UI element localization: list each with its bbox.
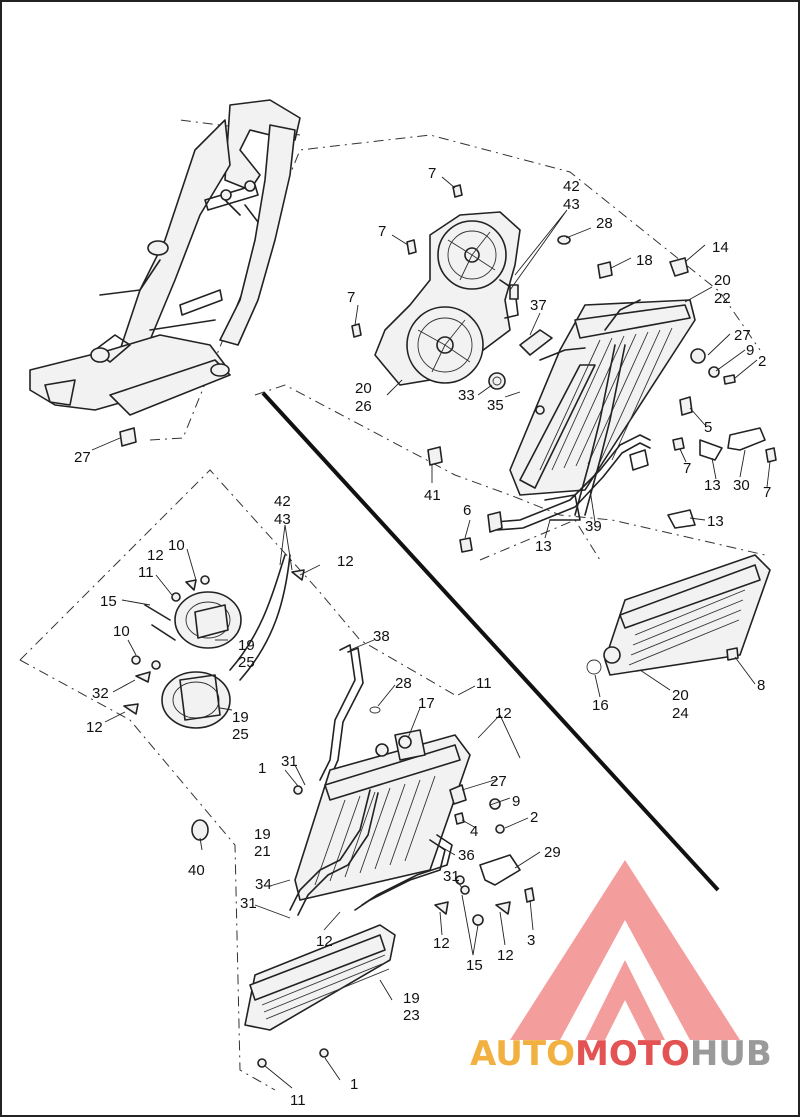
lower-bottom-hoses <box>289 789 535 926</box>
callout-7d: 7 <box>683 460 691 477</box>
frame-assembly <box>29 99 301 447</box>
callout-17: 17 <box>418 695 435 712</box>
lower-hoses <box>319 644 381 784</box>
callout-7c: 7 <box>347 289 355 306</box>
callout-40: 40 <box>188 862 205 879</box>
callout-19c: 19 <box>254 826 271 843</box>
lower-fans <box>161 554 291 729</box>
callout-19d: 19 <box>403 990 420 1007</box>
callout-13a: 13 <box>704 477 721 494</box>
callout-26: 26 <box>355 398 372 415</box>
callout-42b: 42 <box>274 493 291 510</box>
callout-12f: 12 <box>433 935 450 952</box>
callout-9b: 9 <box>512 793 520 810</box>
callout-22: 22 <box>714 290 731 307</box>
callout-7a: 7 <box>428 165 436 182</box>
callout-24: 24 <box>672 705 689 722</box>
callout-12g: 12 <box>497 947 514 964</box>
callout-8: 8 <box>757 677 765 694</box>
callout-15b: 15 <box>466 957 483 974</box>
callout-4: 4 <box>470 823 478 840</box>
watermark-part-auto: AUTO <box>470 1034 575 1074</box>
upper-hardware <box>351 184 777 553</box>
oil-cooler-lower <box>244 924 396 1068</box>
callout-32: 32 <box>92 685 109 702</box>
callout-2b: 2 <box>530 809 538 826</box>
callout-11b: 11 <box>476 675 492 692</box>
callout-15a: 15 <box>100 593 117 610</box>
callout-21: 21 <box>254 843 271 860</box>
callout-12a: 12 <box>147 547 164 564</box>
callout-38: 38 <box>373 628 390 645</box>
upper-fan-shroud <box>374 211 521 386</box>
callout-33: 33 <box>458 387 475 404</box>
callout-1b: 1 <box>350 1076 358 1093</box>
callout-20c: 20 <box>672 687 689 704</box>
callout-27c: 27 <box>74 449 91 466</box>
callout-23: 23 <box>403 1007 420 1024</box>
callout-11c: 11 <box>290 1092 306 1109</box>
callout-7e: 7 <box>763 484 771 501</box>
callout-30: 30 <box>733 477 750 494</box>
watermark-text: AUTOMOTOHUB <box>470 1034 772 1074</box>
callout-20b: 20 <box>355 380 372 397</box>
callout-28a: 28 <box>596 215 613 232</box>
callout-41: 41 <box>424 487 441 504</box>
callout-2a: 2 <box>758 353 766 370</box>
watermark-part-moto: MOTO <box>575 1034 690 1074</box>
callout-37: 37 <box>530 297 547 314</box>
callout-10b: 10 <box>113 623 130 640</box>
callout-13b: 13 <box>707 513 724 530</box>
callout-20a: 20 <box>714 272 731 289</box>
lower-radiator <box>294 729 505 901</box>
callout-31b: 31 <box>443 868 460 885</box>
callout-25b: 25 <box>232 726 249 743</box>
callout-5: 5 <box>704 419 712 436</box>
callout-39: 39 <box>585 518 602 535</box>
callout-42a: 42 <box>563 178 580 195</box>
watermark-logo <box>510 860 740 1040</box>
oil-cooler-upper <box>586 554 771 676</box>
callout-12b: 12 <box>337 553 354 570</box>
callout-10a: 10 <box>168 537 185 554</box>
callout-12c: 12 <box>495 705 512 722</box>
callout-27b: 27 <box>490 773 507 790</box>
callout-16: 16 <box>592 697 609 714</box>
section-divider <box>261 391 720 892</box>
callout-18: 18 <box>636 252 653 269</box>
callout-1a: 1 <box>258 760 266 777</box>
callout-9a: 9 <box>746 342 754 359</box>
callout-43b: 43 <box>274 511 291 528</box>
callout-labels: 7 7 7 42 43 28 18 14 20 22 37 27 9 2 20 … <box>74 165 771 1109</box>
callout-19a: 19 <box>238 637 255 654</box>
callout-14: 14 <box>712 239 729 256</box>
callout-36: 36 <box>458 847 475 864</box>
lower-hardware <box>123 569 305 841</box>
callout-31c: 31 <box>240 895 257 912</box>
callout-6: 6 <box>463 502 471 519</box>
callout-13c: 13 <box>535 538 552 555</box>
callout-12e: 12 <box>316 933 333 950</box>
callout-27a: 27 <box>734 327 751 344</box>
leader-lines <box>91 176 771 1089</box>
callout-29: 29 <box>544 844 561 861</box>
callout-7b: 7 <box>378 223 386 240</box>
callout-3: 3 <box>527 932 535 949</box>
callout-34: 34 <box>255 876 272 893</box>
upper-hoses <box>487 344 651 533</box>
watermark-part-hub: HUB <box>690 1034 772 1074</box>
callout-31a: 31 <box>281 753 298 770</box>
callout-25a: 25 <box>238 654 255 671</box>
upper-radiator <box>509 299 696 496</box>
callout-19b: 19 <box>232 709 249 726</box>
callout-11a: 11 <box>138 564 154 581</box>
callout-35: 35 <box>487 397 504 414</box>
callout-28b: 28 <box>395 675 412 692</box>
callout-43a: 43 <box>563 196 580 213</box>
callout-12d: 12 <box>86 719 103 736</box>
